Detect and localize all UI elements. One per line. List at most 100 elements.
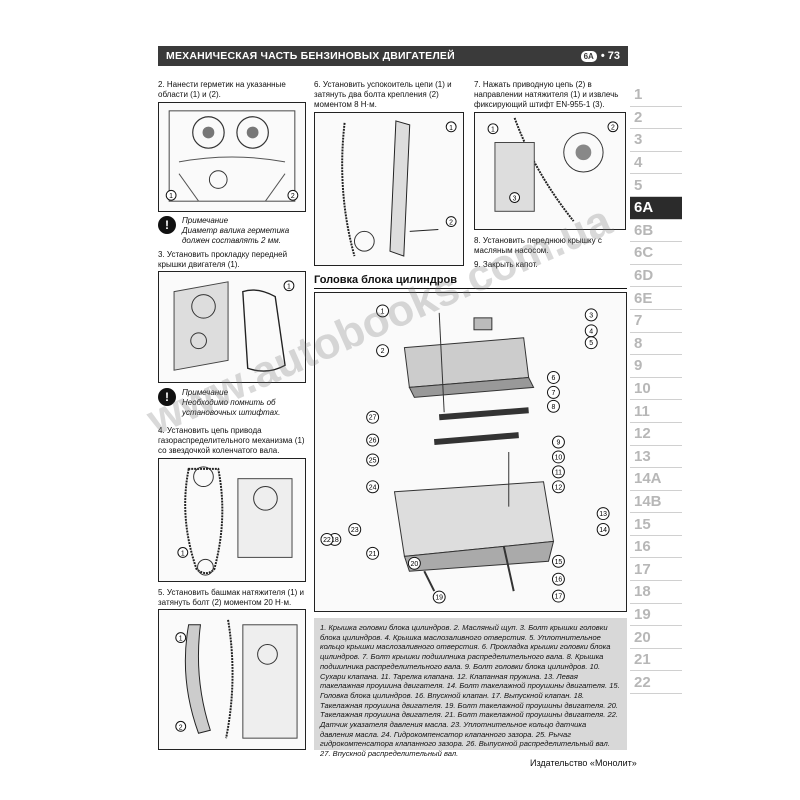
step-2-text: 2. Нанести герметик на указанные области…	[158, 80, 286, 99]
callout-8: 8	[552, 404, 556, 411]
callout-18: 18	[331, 537, 339, 544]
callout-2: 2	[179, 724, 183, 731]
chapter-tab-11[interactable]: 11	[630, 400, 682, 423]
chapter-tab-17[interactable]: 17	[630, 558, 682, 582]
callout-4: 4	[589, 328, 593, 335]
chapter-tab-13[interactable]: 13	[630, 445, 682, 469]
callout-27: 27	[369, 415, 377, 422]
callout-11: 11	[555, 469, 562, 476]
callout-circle	[547, 371, 560, 384]
callout-circle	[376, 304, 390, 318]
callout-19: 19	[435, 595, 443, 602]
callout-circle	[551, 465, 565, 479]
figure-tensioner-shoe: 1 2	[158, 609, 306, 750]
callout-6: 6	[552, 375, 556, 382]
callout-13: 13	[599, 511, 607, 518]
callout-circle	[596, 507, 610, 521]
figure-timing-chain: 1	[158, 458, 306, 582]
chapter-tab-9[interactable]: 9	[630, 355, 682, 378]
callout-1: 1	[381, 308, 385, 315]
callout-21: 21	[369, 551, 377, 558]
chapter-tab-19[interactable]: 19	[630, 603, 682, 627]
chapter-tab-6b[interactable]: 6B	[630, 219, 682, 243]
callout-2: 2	[291, 193, 295, 200]
chapter-tab-3[interactable]: 3	[630, 129, 682, 152]
figure-fixing-pin: 1 2 3	[474, 112, 626, 230]
callout-1: 1	[491, 127, 495, 134]
callout-3: 3	[513, 195, 517, 202]
exclamation-icon: !	[158, 216, 176, 234]
page-number: • 73	[600, 50, 620, 62]
callout-14: 14	[599, 527, 607, 534]
callout-circle	[366, 453, 380, 467]
chapter-tab-5[interactable]: 5	[630, 174, 682, 197]
callout-2: 2	[611, 125, 615, 132]
callout-2: 2	[381, 348, 385, 355]
callout-1: 1	[179, 636, 183, 643]
callout-12: 12	[555, 484, 563, 491]
chapter-tab-21[interactable]: 21	[630, 648, 682, 672]
chapter-tab-20[interactable]: 20	[630, 626, 682, 649]
step-5-text: 5. Установить башмак натяжителя (1) и за…	[158, 588, 304, 607]
chapter-tab-18[interactable]: 18	[630, 581, 682, 604]
callout-3: 3	[589, 312, 593, 319]
callout-5: 5	[589, 340, 593, 347]
callout-24: 24	[369, 484, 377, 491]
callout-1: 1	[181, 550, 185, 557]
callout-17: 17	[555, 594, 563, 601]
callout-26: 26	[369, 438, 377, 445]
figure-chain-guide: 1 2	[314, 112, 464, 266]
chapter-tab-6a[interactable]: 6A	[630, 196, 682, 220]
callout-circle	[366, 546, 380, 560]
figure-gasket: 1	[158, 271, 306, 383]
callout-22: 22	[323, 537, 331, 544]
section-title: Головка блока цилиндров	[314, 274, 627, 289]
chapter-tab-22[interactable]: 22	[630, 671, 682, 695]
chapter-tab-14b[interactable]: 14B	[630, 490, 682, 514]
callout-2: 2	[449, 220, 453, 227]
callout-circle	[432, 590, 446, 604]
callout-circle	[596, 523, 610, 536]
note-text: Необходимо помнить об установочных штифт…	[182, 398, 281, 417]
chapter-tab-6c[interactable]: 6C	[630, 242, 682, 265]
chapter-tab-16[interactable]: 16	[630, 535, 682, 559]
chapter-tab-14a[interactable]: 14A	[630, 468, 682, 491]
callout-circle	[320, 532, 334, 546]
chapter-tab-2[interactable]: 2	[630, 106, 682, 130]
chapter-tab-7[interactable]: 7	[630, 309, 682, 333]
callout-circle	[407, 556, 421, 570]
step-4-text: 4. Установить цепь привода газораспредел…	[158, 426, 305, 455]
exclamation-icon: !	[158, 388, 176, 406]
tensioner-drawing: 1 2	[175, 619, 298, 739]
callout-circle	[551, 480, 565, 494]
chapter-tab-1[interactable]: 1	[630, 84, 682, 107]
chapter-tab-4[interactable]: 4	[630, 151, 682, 175]
gasket-drawing: 1	[173, 280, 295, 372]
callout-1: 1	[287, 284, 291, 291]
callout-1: 1	[449, 125, 453, 132]
callout-circle	[547, 385, 560, 399]
callout-circle	[584, 308, 598, 322]
callout-circle	[551, 589, 565, 603]
chapter-tab-12[interactable]: 12	[630, 422, 682, 446]
step-7-text: 7. Нажать приводную цепь (2) в направлен…	[474, 80, 619, 109]
chapter-tab-10[interactable]: 10	[630, 377, 682, 401]
callout-25: 25	[369, 457, 377, 464]
figure-caption: 1. Крышка головки блока цилиндров. 2. Ма…	[314, 618, 627, 758]
callout-circle	[551, 435, 565, 449]
chapter-tab-15[interactable]: 15	[630, 513, 682, 536]
chapter-tab-8[interactable]: 8	[630, 332, 682, 356]
callout-circle	[376, 344, 390, 358]
chapter-logo: 6A	[580, 50, 597, 62]
chapter-tab-6e[interactable]: 6E	[630, 287, 682, 310]
callout-10: 10	[555, 454, 563, 461]
note-sealant: ! Примечание Диаметр валика герметика до…	[158, 216, 306, 246]
chapter-tab-6d[interactable]: 6D	[630, 264, 682, 288]
figure-sealant-areas: 1 2	[158, 102, 306, 212]
callout-circle	[366, 480, 380, 494]
step-6-text: 6. Установить успокоитель цепи (1) и зат…	[314, 80, 452, 109]
page-header: МЕХАНИЧЕСКАЯ ЧАСТЬ БЕНЗИНОВЫХ ДВИГАТЕЛЕЙ…	[158, 46, 628, 66]
callout-circle	[366, 433, 380, 447]
timing-chain-drawing: 1	[177, 466, 293, 576]
